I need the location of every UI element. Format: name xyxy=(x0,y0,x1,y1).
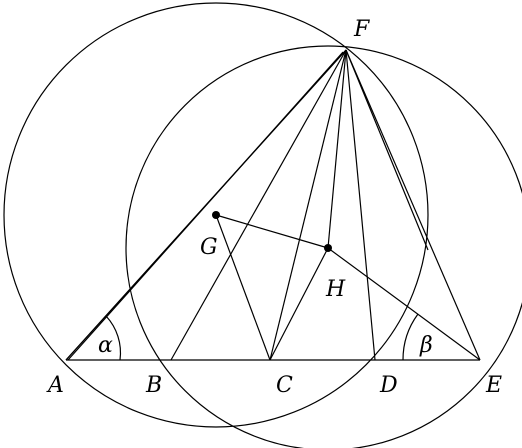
segment-hc xyxy=(269,247,329,361)
circle-centered-g xyxy=(3,2,429,428)
segment-gh xyxy=(215,214,329,249)
segment-fb xyxy=(170,49,347,361)
circle-centered-h xyxy=(125,45,522,448)
segment-fh xyxy=(327,49,347,249)
segment-fa-inner xyxy=(67,51,344,361)
segment-fd xyxy=(345,49,376,361)
label-beta: β xyxy=(419,333,433,358)
label-c: C xyxy=(276,373,293,398)
angle-arc-beta xyxy=(402,313,419,361)
segment-fc-left xyxy=(269,49,347,361)
label-alpha: α xyxy=(98,333,113,358)
label-f: F xyxy=(353,17,370,42)
label-d: D xyxy=(379,373,398,398)
segment-gc xyxy=(215,214,271,361)
label-b: B xyxy=(145,373,162,398)
point-h xyxy=(324,244,332,252)
label-e: E xyxy=(485,373,502,398)
label-a: A xyxy=(46,373,64,398)
label-g: G xyxy=(200,235,218,260)
segment-he xyxy=(327,247,481,361)
angle-arc-alpha xyxy=(105,315,122,361)
segment-f-right xyxy=(345,49,429,251)
label-h: H xyxy=(325,277,346,302)
point-g xyxy=(212,211,220,219)
segment-fe xyxy=(345,49,481,361)
